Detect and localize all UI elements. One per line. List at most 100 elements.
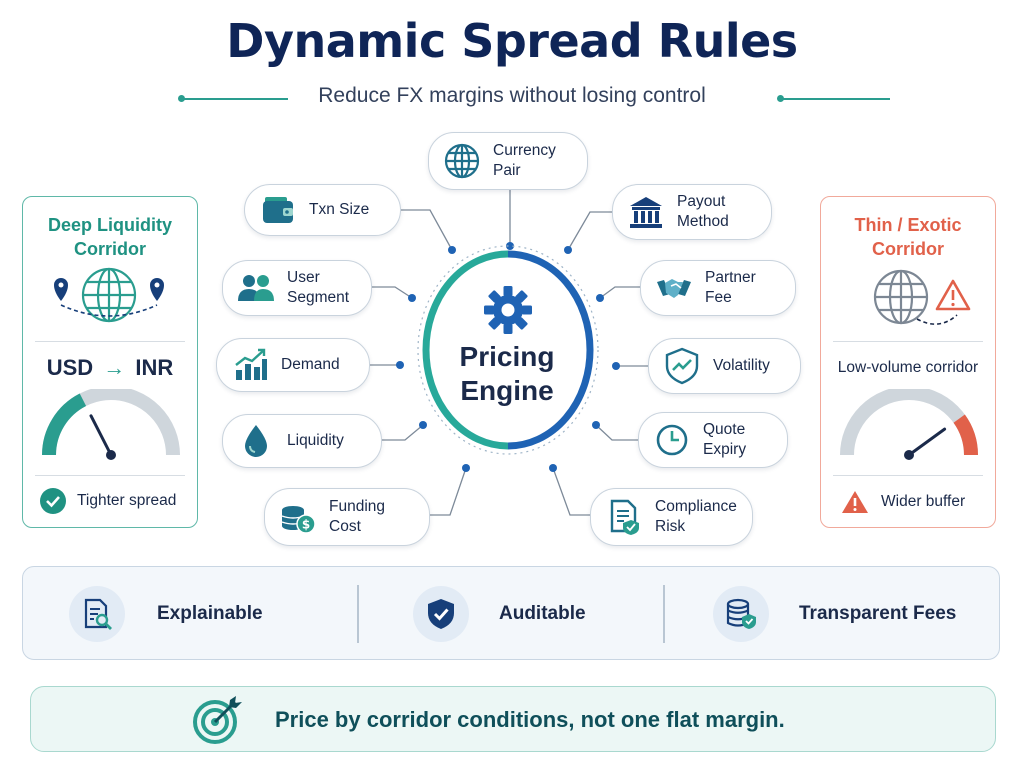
globe-icon [439, 138, 485, 184]
card-divider [833, 341, 983, 342]
svg-text:$: $ [302, 518, 310, 532]
shield-chart-icon [659, 343, 705, 389]
engine-label: Pricing Engine [412, 340, 602, 408]
to-currency: INR [135, 355, 174, 380]
card-title-line1: Deep Liquidity [47, 215, 172, 235]
from-currency: USD [46, 355, 94, 380]
engine-ring [417, 245, 599, 455]
deep-liquidity-card: Deep Liquidity Corridor USD → INR Tighte… [22, 196, 198, 528]
thin-exotic-card: Thin / Exotic Corridor Low-volume corrid… [820, 196, 996, 528]
database-shield-icon [713, 586, 769, 642]
factor-label: Volatility [713, 357, 770, 374]
spread-gauge [42, 389, 180, 460]
feature-auditable: Auditable [413, 567, 586, 661]
card-title-line2: Corridor [872, 239, 944, 259]
card-title-line2: Corridor [74, 239, 146, 259]
currency-pair-row: USD → INR [23, 355, 197, 381]
page-title: Dynamic Spread Rules [226, 14, 798, 68]
users-icon [233, 265, 279, 311]
compliance-doc-icon [601, 494, 647, 540]
document-search-icon [69, 586, 125, 642]
factor-label: Risk [655, 518, 686, 535]
warning-icon [935, 279, 971, 311]
result-label: Wider buffer [881, 493, 966, 510]
feature-strip: Explainable Auditable Transparent Fees [22, 566, 1000, 660]
card-divider [35, 341, 185, 342]
factor-label: Fee [705, 289, 732, 306]
rule-left [184, 98, 288, 100]
location-pin-icon [54, 278, 68, 301]
feature-label: Transparent Fees [799, 603, 957, 624]
globe-icon [81, 267, 137, 323]
factor-label: Method [677, 213, 729, 230]
clock-icon [649, 417, 695, 463]
factor-label: Liquidity [287, 432, 344, 449]
factor-label: Cost [329, 518, 361, 535]
factor-label: Partner [705, 269, 756, 286]
factor-label: Currency [493, 142, 556, 159]
factor-label: Expiry [703, 441, 747, 458]
feature-label: Explainable [157, 603, 263, 624]
feature-explainable: Explainable [69, 567, 263, 661]
rule-right [782, 98, 890, 100]
result-row: Tighter spread [39, 487, 176, 515]
bar-chart-icon [227, 342, 273, 388]
factor-label: Funding [329, 498, 386, 515]
corridor-globe-graphic [54, 267, 164, 323]
footer-banner: Price by corridor conditions, not one fl… [30, 686, 996, 752]
handshake-icon [651, 265, 697, 311]
factor-demand: Demand [216, 338, 370, 392]
engine-line1: Pricing [459, 341, 555, 372]
globe-icon [873, 269, 929, 325]
factor-liquidity: Liquidity [222, 414, 382, 468]
target-arrow-icon [193, 696, 242, 744]
feature-label: Auditable [499, 603, 586, 624]
feature-divider [357, 585, 359, 643]
feature-divider [663, 585, 665, 643]
warning-icon [842, 491, 868, 513]
exotic-globe-graphic [873, 269, 971, 325]
arrow-icon: → [103, 355, 126, 380]
card-divider [833, 475, 983, 476]
footer-text: Price by corridor conditions, not one fl… [275, 707, 785, 732]
gear-icon [484, 286, 532, 334]
factor-label: Demand [281, 356, 340, 373]
subtitle: Reduce FX margins without losing control [318, 84, 706, 107]
card-title: Deep Liquidity Corridor [23, 213, 197, 261]
corridor-caption: Low-volume corridor [837, 359, 979, 376]
factor-label: Quote [703, 421, 746, 438]
card-title: Thin / Exotic Corridor [821, 213, 995, 261]
coins-icon: $ [275, 494, 321, 540]
pricing-engine: Pricing Engine [412, 240, 602, 456]
factor-label: Payout [677, 193, 726, 210]
factor-label: Compliance [655, 498, 737, 515]
factor-txn-size: Txn Size [244, 184, 401, 236]
factor-label: Pair [493, 162, 521, 179]
droplet-icon [233, 418, 279, 464]
bank-icon [623, 189, 669, 235]
subtitle-row: Reduce FX margins without losing control [0, 84, 1024, 114]
location-pin-icon [150, 278, 164, 301]
factor-volatility: Volatility [648, 338, 801, 394]
result-label: Tighter spread [77, 492, 177, 509]
rule-dot-right [777, 95, 784, 102]
card-divider [35, 475, 185, 476]
rule-dot-left [178, 95, 185, 102]
feature-transparent-fees: Transparent Fees [713, 567, 956, 661]
engine-line2: Engine [460, 375, 554, 406]
spread-gauge [840, 389, 978, 460]
result-row: Wider buffer [841, 489, 965, 515]
factor-label: Txn Size [309, 201, 370, 218]
shield-check-icon [413, 586, 469, 642]
card-title-line1: Thin / Exotic [854, 215, 962, 235]
check-circle-icon [40, 488, 66, 514]
wallet-icon [255, 187, 301, 233]
